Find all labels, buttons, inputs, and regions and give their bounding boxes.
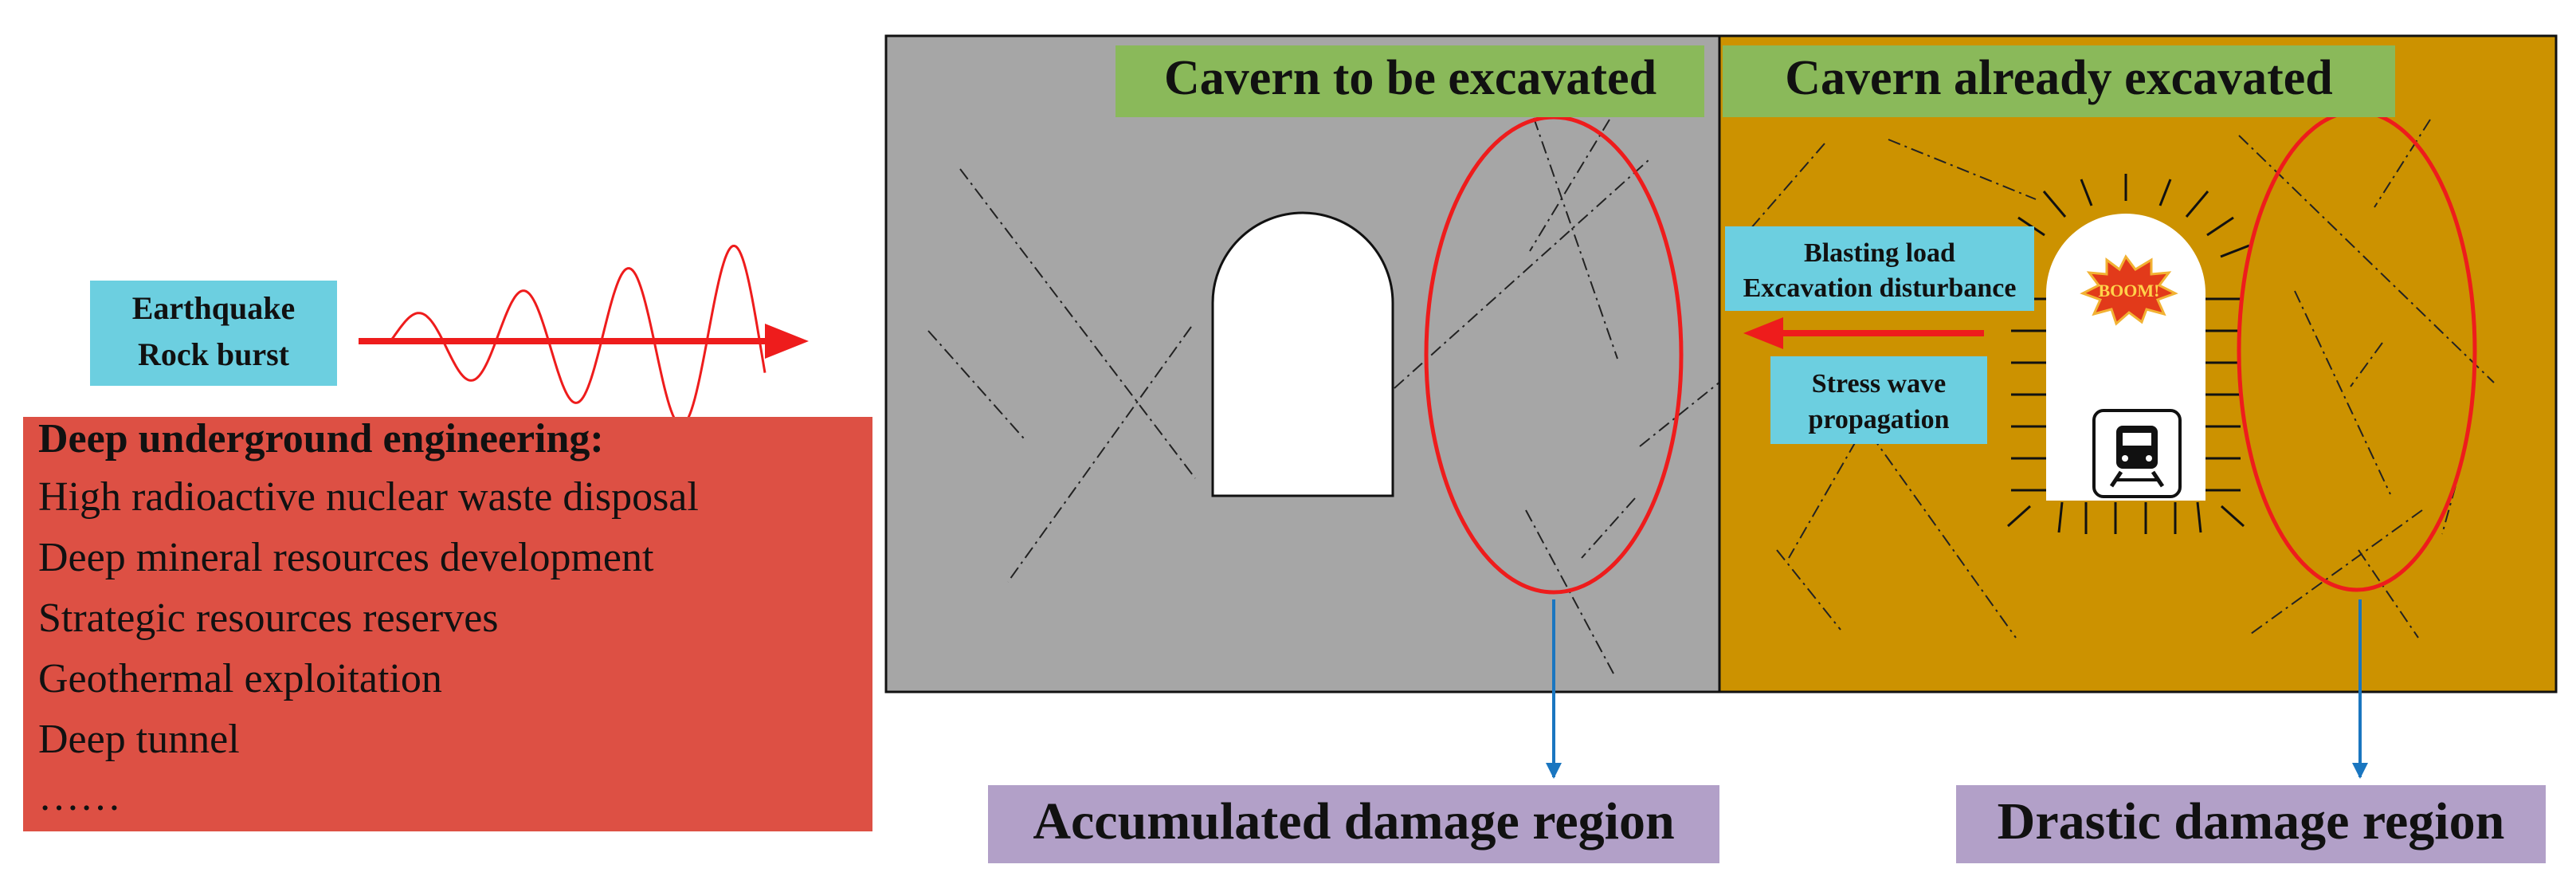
engineering-item: High radioactive nuclear waste disposal (38, 474, 699, 520)
title-box (1723, 45, 2395, 117)
accumulated-damage-label: Accumulated damage region (988, 785, 1719, 863)
engineering-item: Deep tunnel (38, 717, 240, 762)
train-icon (2092, 409, 2182, 498)
wave-icon (389, 245, 767, 426)
unexcavated-cavern (1211, 211, 1394, 497)
engineering-box: Deep underground engineering: High radio… (23, 416, 872, 831)
stress-wave-label: Stress wave propagation (1770, 356, 1987, 444)
engineering-item: …… (38, 774, 121, 819)
panel-already-excavated: BOOM! Cavern already excavated (1718, 34, 2558, 693)
explosion-icon: BOOM! (2080, 254, 2178, 326)
blasting-line-2: Excavation disturbance (1743, 273, 2017, 303)
panel-to-be-excavated: Cavern to be excavated (884, 34, 1730, 693)
engineering-item: Geothermal exploitation (38, 656, 442, 701)
arrow-left-icon (1743, 317, 1984, 349)
panel-title-already-excavated: Cavern already excavated (1785, 51, 2333, 105)
stress-line-2: propagation (1809, 405, 1950, 434)
drastic-damage-label: Drastic damage region (1956, 785, 2546, 863)
seismic-source-label: Earthquake Rock burst (90, 281, 337, 386)
seismic-source-box (90, 281, 337, 386)
drastic-damage-text: Drastic damage region (1998, 792, 2505, 851)
boom-text: BOOM! (2099, 281, 2160, 301)
panel-title-to-be-excavated: Cavern to be excavated (1164, 51, 1657, 105)
stress-line-1: Stress wave (1812, 369, 1946, 399)
engineering-item: Strategic resources reserves (38, 595, 499, 641)
source-line-2: Rock burst (138, 336, 290, 372)
arrow-right-icon (359, 324, 809, 359)
blasting-line-1: Blasting load (1804, 238, 1955, 268)
engineering-item: Deep mineral resources development (38, 535, 654, 580)
engineering-title: Deep underground engineering: (38, 416, 604, 462)
accumulated-damage-text: Accumulated damage region (1033, 792, 1674, 851)
blasting-load-label: Blasting load Excavation disturbance (1725, 226, 2034, 311)
source-line-1: Earthquake (132, 290, 296, 326)
title-box (1115, 45, 1704, 117)
